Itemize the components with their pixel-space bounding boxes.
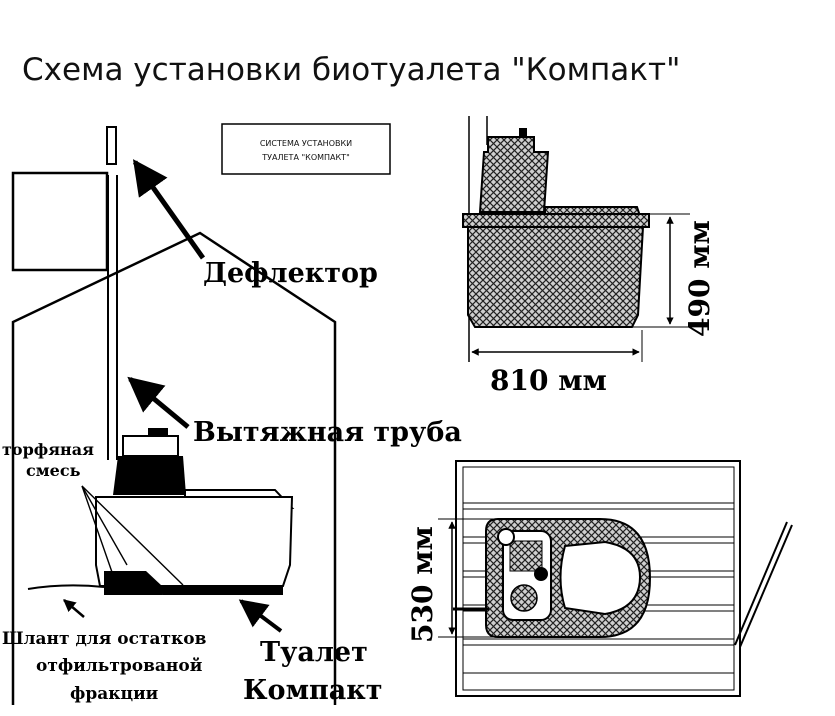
toilet-label-line-1: Туалет [260, 637, 368, 668]
house-outline [11, 231, 337, 705]
caption-box [221, 123, 391, 175]
vessel-cap [519, 128, 527, 136]
hose-label-line-1: Шлант для остатков [2, 629, 207, 649]
caption-line-2: ТУАЛЕТА "КОМПАКТ" [261, 153, 350, 162]
tank-hatch [509, 540, 543, 572]
toilet-label-line-2: Компакт [243, 675, 383, 706]
peat-pointer-2 [81, 485, 184, 586]
exhaust-pipe-arrow [127, 376, 190, 429]
door-line-2 [739, 524, 793, 648]
base-right [160, 586, 283, 595]
base-left [104, 571, 163, 595]
control-knob [534, 567, 548, 581]
upper-tank [113, 456, 186, 495]
deflector-label: Дефлектор [203, 258, 378, 289]
deflector-arrow [132, 159, 206, 260]
door-line-1 [734, 521, 788, 646]
height-dimension: 490 мм [683, 220, 716, 337]
peat-label-line-1: торфяная [2, 440, 94, 459]
top-view: 530 мм [406, 460, 793, 697]
hose [27, 584, 105, 590]
depth-dimension: 530 мм [406, 526, 439, 643]
peat-pointer-3 [81, 485, 114, 576]
inner-frame [462, 466, 735, 691]
diagram-title: Схема установки биотуалета "Компакт" [22, 52, 680, 88]
peat-pointer-1 [81, 485, 128, 566]
deflector-cap [106, 126, 117, 165]
hose-label-line-3: фракции [70, 684, 159, 704]
hose-arrow [63, 599, 85, 618]
house-scheme: СИСТЕМА УСТАНОВКИ ТУАЛЕТА "КОМПАКТ" Дефл… [2, 123, 462, 706]
toilet-arrow [238, 599, 283, 633]
side-view: 490 мм 810 мм [462, 116, 716, 397]
tank-cap [148, 428, 168, 436]
hose-label-line-2: отфильтрованой [36, 656, 203, 676]
seat-bowl [559, 540, 642, 616]
vent-hole [497, 528, 515, 546]
body-lip [462, 213, 650, 228]
peat-label-line-2: смесь [26, 461, 81, 480]
tank-neck [122, 435, 179, 457]
top-vessel [478, 136, 550, 213]
width-dimension: 810 мм [490, 364, 607, 397]
caption-line-1: СИСТЕМА УСТАНОВКИ [260, 139, 352, 148]
drain-circle [510, 584, 538, 612]
exhaust-pipe-label: Вытяжная труба [193, 417, 462, 448]
main-body [467, 226, 645, 328]
side-window [11, 171, 109, 272]
